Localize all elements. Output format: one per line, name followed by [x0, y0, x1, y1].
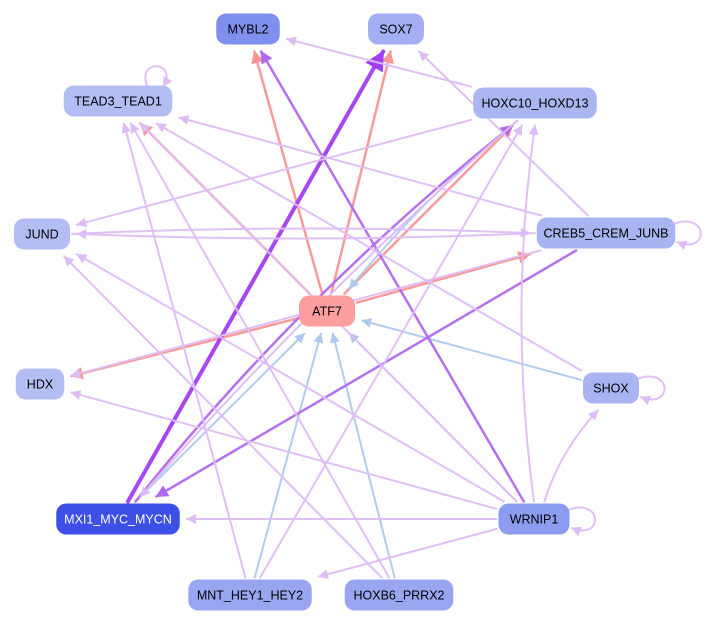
edge-self-CREB5_CREM_JUNB[interactable]	[672, 220, 702, 251]
edge-SHOX-TEAD3_TEAD1[interactable]	[155, 122, 582, 372]
edge-self-SHOX[interactable]	[636, 375, 666, 406]
node-shape-SHOX[interactable]	[583, 372, 639, 404]
edge-ATF7-MYBL2[interactable]	[251, 50, 324, 295]
edge-HOXB6_PRRX2-JUND[interactable]	[63, 255, 383, 579]
edge-WRNIP1-JUND[interactable]	[76, 253, 505, 503]
edge-HOXC10_HOXD13-MYBL2[interactable]	[285, 36, 473, 88]
node-HOXB6_PRRX2[interactable]: HOXB6_PRRX2	[344, 579, 454, 611]
node-shape-SOX7[interactable]	[368, 13, 424, 45]
edge-WRNIP1-SHOX[interactable]	[543, 409, 599, 503]
edge-WRNIP1-HOXC10_HOXD13[interactable]	[520, 124, 539, 503]
node-shape-MNT_HEY1_HEY2[interactable]	[188, 579, 312, 611]
edge-MNT_HEY1_HEY2-HOXC10_HOXD13[interactable]	[259, 124, 523, 579]
node-shape-WRNIP1[interactable]	[498, 503, 570, 535]
edge-MNT_HEY1_HEY2-ATF7[interactable]	[253, 332, 324, 579]
edge-WRNIP1-MYBL2[interactable]	[259, 50, 526, 503]
edge-WRNIP1-MNT_HEY1_HEY2[interactable]	[317, 528, 498, 580]
node-shape-CREB5_CREM_JUNB[interactable]	[536, 217, 676, 249]
node-TEAD3_TEAD1[interactable]: TEAD3_TEAD1	[63, 85, 173, 117]
node-ATF7[interactable]: ATF7	[299, 295, 355, 327]
edge-MXI1_MYC_MYCN-ATF7[interactable]	[134, 332, 306, 503]
edge-ATF7-HOXC10_HOXD13[interactable]	[343, 124, 514, 295]
edge-WRNIP1-HDX[interactable]	[70, 390, 498, 510]
edge-HOXB6_PRRX2-ATF7[interactable]	[330, 332, 396, 579]
node-SOX7[interactable]: SOX7	[368, 13, 424, 45]
node-HOXC10_HOXD13[interactable]: HOXC10_HOXD13	[473, 87, 597, 119]
node-shape-HOXC10_HOXD13[interactable]	[473, 87, 597, 119]
node-shape-ATF7[interactable]	[299, 295, 355, 327]
edge-ATF7-CREB5_CREM_JUNB[interactable]	[355, 251, 532, 304]
edge-JUND-CREB5_CREM_JUNB[interactable]	[71, 227, 531, 238]
node-WRNIP1[interactable]: WRNIP1	[498, 503, 570, 535]
node-shape-HOXB6_PRRX2[interactable]	[344, 579, 454, 611]
node-shape-MXI1_MYC_MYCN[interactable]	[56, 503, 180, 535]
edge-HOXB6_PRRX2-TEAD3_TEAD1[interactable]	[129, 122, 390, 579]
node-shape-JUND[interactable]	[14, 218, 70, 250]
edge-CREB5_CREM_JUNB-JUND[interactable]	[76, 229, 536, 240]
edge-HOXC10_HOXD13-JUND[interactable]	[76, 118, 473, 228]
node-shape-HDX[interactable]	[15, 368, 65, 400]
node-JUND[interactable]: JUND	[14, 218, 70, 250]
edge-MXI1_MYC_MYCN-SOX7[interactable]	[125, 49, 386, 504]
edges-layer	[63, 36, 702, 580]
node-MNT_HEY1_HEY2[interactable]: MNT_HEY1_HEY2	[188, 579, 312, 611]
edge-MNT_HEY1_HEY2-TEAD3_TEAD1[interactable]	[121, 122, 247, 579]
node-MXI1_MYC_MYCN[interactable]: MXI1_MYC_MYCN	[56, 503, 180, 535]
node-CREB5_CREM_JUNB[interactable]: CREB5_CREM_JUNB	[536, 217, 676, 249]
node-shape-TEAD3_TEAD1[interactable]	[63, 85, 173, 117]
node-MYBL2[interactable]: MYBL2	[216, 13, 280, 45]
node-SHOX[interactable]: SHOX	[583, 372, 639, 404]
edge-self-WRNIP1[interactable]	[566, 506, 596, 537]
edge-CREB5_CREM_JUNB-MXI1_MYC_MYCN[interactable]	[155, 249, 578, 498]
edge-CREB5_CREM_JUNB-TEAD3_TEAD1[interactable]	[178, 115, 543, 217]
node-HDX[interactable]: HDX	[15, 368, 65, 400]
edge-ATF7-SOX7[interactable]	[330, 50, 394, 295]
node-shape-MYBL2[interactable]	[216, 13, 280, 45]
edge-self-TEAD3_TEAD1[interactable]	[144, 65, 173, 88]
edge-SHOX-ATF7[interactable]	[361, 318, 582, 381]
